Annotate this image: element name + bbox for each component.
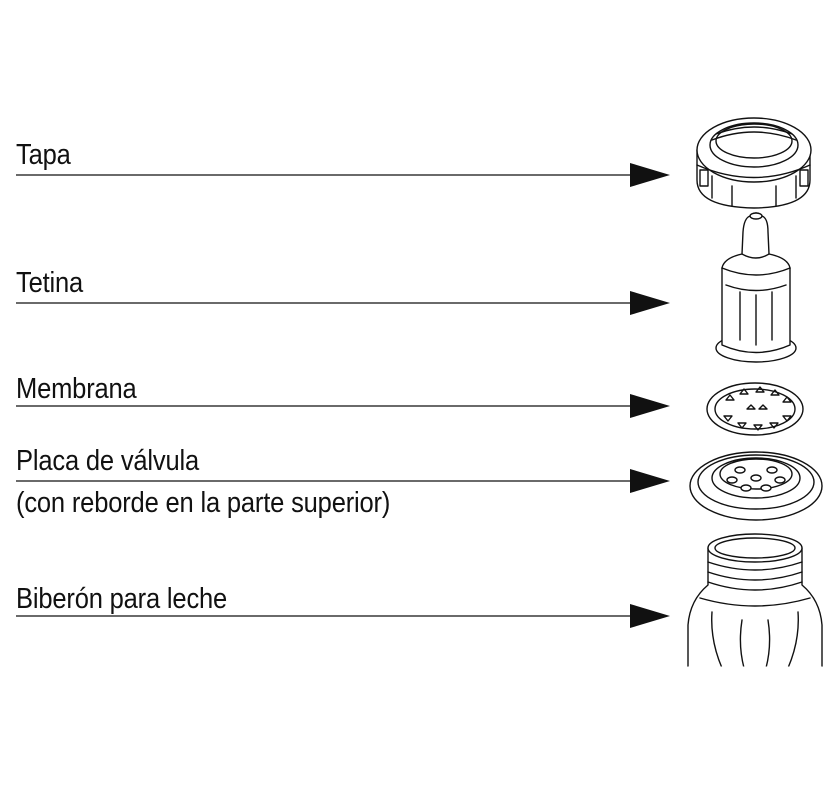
tapa-cap-icon (696, 117, 812, 209)
label-membrana: Membrana (16, 373, 137, 405)
label-placa-sublabel: (con reborde en la parte superior) (16, 487, 391, 519)
label-placa-de-valvula: Placa de válvula (16, 445, 200, 477)
leader-biberon (16, 604, 670, 628)
label-biberon: Biberón para leche (16, 583, 228, 615)
biberon-bottle-icon (686, 533, 824, 670)
leader-tetina (16, 291, 670, 315)
leader-placa (16, 469, 670, 493)
leader-membrana (16, 394, 670, 418)
label-tetina: Tetina (16, 267, 84, 299)
membrana-disk-icon (706, 382, 804, 436)
leader-tapa (16, 163, 670, 187)
tetina-teat-icon (715, 212, 797, 363)
placa-valvula-icon (689, 451, 823, 521)
label-tapa: Tapa (16, 139, 71, 171)
